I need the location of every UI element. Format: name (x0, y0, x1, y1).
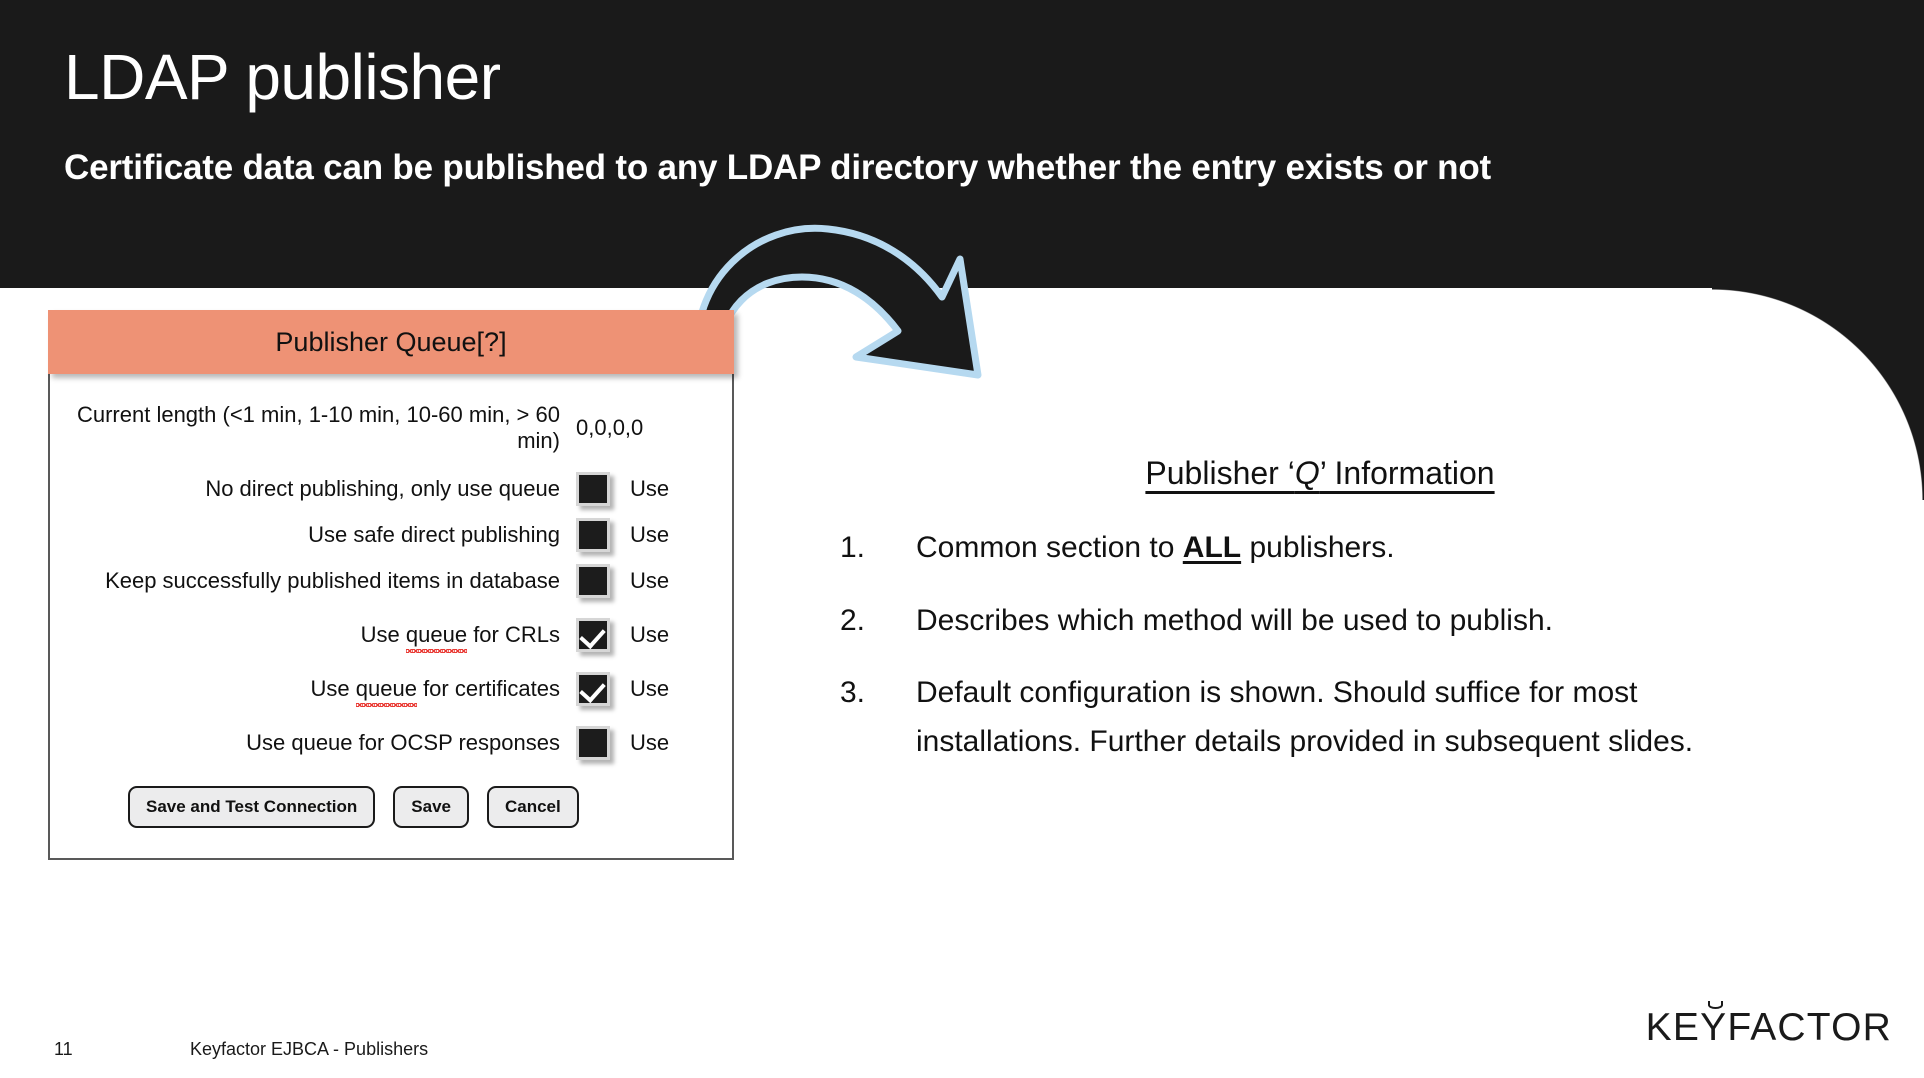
info-item-text: Describes which method will be used to p… (916, 603, 1553, 637)
info-item-number: 1. (840, 531, 866, 564)
queue-for-ocsp-checkbox[interactable] (576, 725, 610, 760)
info-item-number: 2. (840, 603, 866, 637)
footer-deck-title: Keyfactor EJBCA - Publishers (190, 1039, 429, 1059)
publisher-queue-form-header: Publisher Queue[?] (48, 310, 734, 374)
logo-text-before: KE (1645, 1006, 1701, 1049)
list-item: 3. Default configuration is shown. Shoul… (840, 669, 1800, 766)
no-direct-publishing-checkbox[interactable] (576, 471, 610, 506)
form-row-current-length: Current length (<1 min, 1-10 min, 10-60 … (50, 402, 732, 454)
no-direct-publishing-label: No direct publishing, only use queue (205, 475, 560, 501)
list-item: 2. Describes which method will be used t… (840, 597, 1800, 646)
publisher-info-block: Publisher ‘Q’ Information 1. Common sect… (840, 455, 1800, 790)
queue-for-ocsp-control (570, 725, 616, 760)
publisher-queue-title: Publisher Queue[?] (275, 326, 507, 357)
queue-for-crls-use-label: Use (630, 621, 670, 647)
queue-for-crls-control (570, 617, 616, 652)
info-heading-q: Q (1294, 455, 1320, 491)
list-item: 1. Common section to ALL publishers. (840, 524, 1800, 573)
form-row-keep-published-items: Keep successfully published items in dat… (50, 563, 732, 598)
form-row-queue-for-ocsp: Use queue for OCSP responses Use (50, 725, 732, 760)
safe-direct-publishing-use-label: Use (630, 521, 670, 547)
no-direct-publishing-control (570, 471, 616, 506)
form-row-safe-direct-publishing: Use safe direct publishing Use (50, 517, 732, 552)
safe-direct-publishing-control (570, 517, 616, 552)
keep-published-items-label: Keep successfully published items in dat… (105, 567, 560, 593)
current-length-value: 0,0,0,0 (576, 414, 644, 440)
publisher-queue-form: Publisher Queue[?] Current length (<1 mi… (48, 310, 734, 860)
info-item-text-before: Common section to (916, 531, 1183, 564)
save-button[interactable]: Save (393, 785, 469, 828)
queue-for-certificates-use-label: Use (630, 675, 670, 701)
keep-published-items-use-label: Use (630, 567, 670, 593)
queue-for-ocsp-use-label: Use (630, 729, 670, 755)
info-heading-suffix: ’ Information (1319, 455, 1495, 491)
info-item-text: Default configuration is shown. Should s… (916, 676, 1694, 758)
keyfactor-logo: KEYFACTOR (1645, 1001, 1892, 1050)
info-item-emphasis: ALL (1182, 531, 1242, 564)
queue-for-certificates-checkbox[interactable] (576, 671, 610, 706)
spellcheck-underline: queue (405, 621, 468, 653)
form-button-bar: Save and Test Connection Save Cancel (50, 785, 732, 828)
rounded-corner-notch (1712, 288, 1924, 500)
queue-for-crls-checkbox[interactable] (576, 617, 610, 652)
safe-direct-publishing-checkbox[interactable] (576, 517, 610, 552)
queue-for-ocsp-label: Use queue for OCSP responses (246, 729, 560, 755)
info-item-text-after: publishers. (1241, 531, 1395, 564)
safe-direct-publishing-label: Use safe direct publishing (308, 521, 560, 547)
form-row-no-direct-publishing: No direct publishing, only use queue Use (50, 471, 732, 506)
no-direct-publishing-use-label: Use (630, 475, 670, 501)
cancel-button[interactable]: Cancel (486, 785, 579, 828)
current-length-label: Current length (<1 min, 1-10 min, 10-60 … (76, 402, 560, 453)
queue-for-certificates-label: Use queue for certificates (310, 675, 560, 707)
publisher-info-heading: Publisher ‘Q’ Information (840, 455, 1800, 492)
keep-published-items-control (570, 563, 616, 598)
publisher-queue-form-body: Current length (<1 min, 1-10 min, 10-60 … (48, 374, 734, 860)
logo-caron-letter: Y (1700, 1001, 1728, 1049)
save-and-test-connection-button[interactable]: Save and Test Connection (128, 785, 376, 828)
queue-for-crls-label: Use queue for CRLs (360, 621, 560, 653)
slide-title: LDAP publisher (64, 41, 501, 113)
info-item-text: Common section to ALL publishers. (916, 524, 1395, 573)
form-row-queue-for-certificates: Use queue for certificates Use (50, 671, 732, 707)
info-heading-prefix: Publisher ‘ (1145, 455, 1295, 491)
info-item-number: 3. (840, 676, 866, 710)
form-row-queue-for-crls: Use queue for CRLs Use (50, 617, 732, 653)
logo-text-after: FACTOR (1727, 1006, 1892, 1049)
spellcheck-underline: queue (355, 675, 418, 707)
slide-subtitle: Certificate data can be published to any… (64, 148, 1491, 187)
queue-for-certificates-control (570, 671, 616, 706)
keep-published-items-checkbox[interactable] (576, 563, 610, 598)
footer-page-number: 11 (54, 1039, 73, 1059)
